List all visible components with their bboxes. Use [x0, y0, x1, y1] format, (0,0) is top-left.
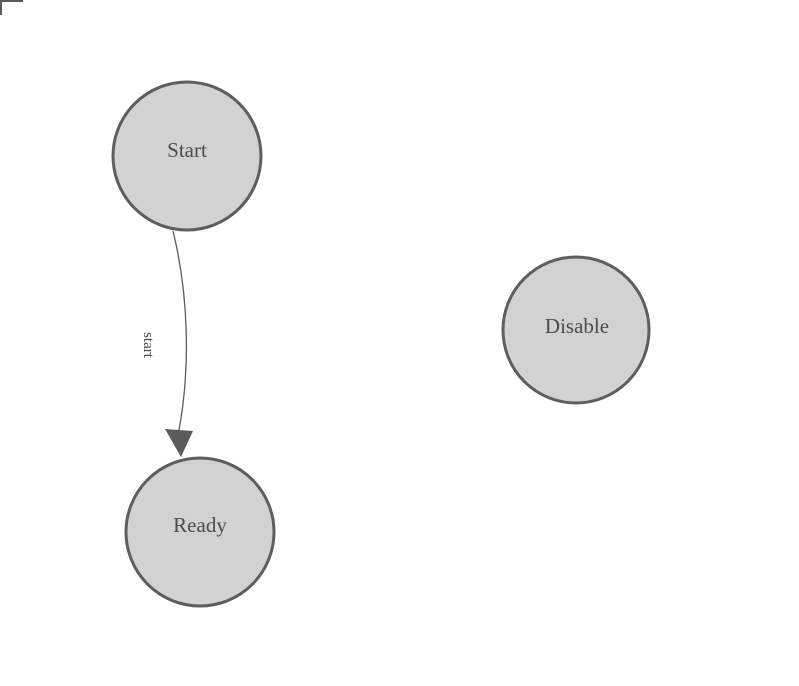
state-node-start[interactable]: Start: [111, 80, 263, 232]
edge-label[interactable]: start: [140, 332, 156, 359]
state-node-ready[interactable]: Ready: [124, 456, 276, 608]
state-circle-start[interactable]: [111, 80, 263, 232]
edge-path[interactable]: [172, 230, 188, 431]
canvas-corner-mark: [0, 0, 23, 15]
state-label-disable: Disable: [545, 314, 609, 338]
state-label-ready: Ready: [173, 513, 227, 537]
state-circle-disable[interactable]: [501, 255, 651, 405]
edge-arrowhead-icon: [165, 429, 193, 457]
edge-start-to-ready[interactable]: start: [140, 230, 193, 457]
state-node-disable[interactable]: Disable: [501, 255, 651, 405]
state-circle-ready[interactable]: [124, 456, 276, 608]
state-label-start: Start: [167, 138, 207, 162]
